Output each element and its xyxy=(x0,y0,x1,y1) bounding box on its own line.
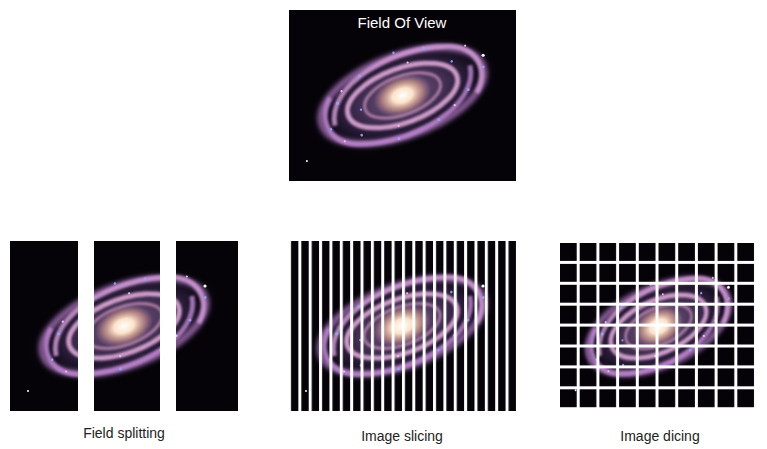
split-gap xyxy=(78,240,94,412)
split-gap xyxy=(160,240,176,412)
image-title: Field Of View xyxy=(358,14,447,32)
field-of-view-image xyxy=(289,10,516,181)
diced-image xyxy=(560,243,757,410)
sliced-image xyxy=(288,241,516,411)
slice-lines xyxy=(288,241,516,411)
caption-label: Image slicing xyxy=(361,428,443,445)
caption-label: Image dicing xyxy=(620,428,699,445)
dice-grid xyxy=(560,243,757,410)
caption-label: Field splitting xyxy=(83,425,165,442)
split-image xyxy=(10,241,238,411)
